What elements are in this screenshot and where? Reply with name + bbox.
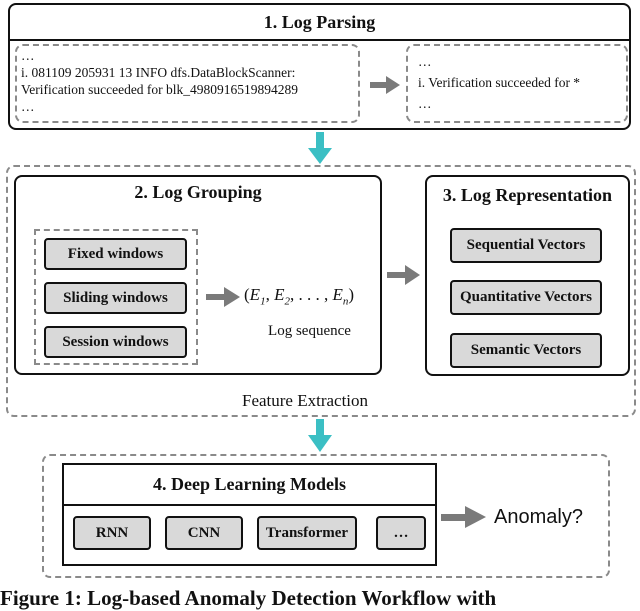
deep-learning-outer-box [42, 454, 610, 578]
log-grouping-title: 2. Log Grouping [134, 182, 262, 202]
deep-learning-title: 4. Deep Learning Models [64, 465, 435, 506]
feature-extraction-label: Feature Extraction [241, 391, 369, 410]
model-cnn: CNN [165, 516, 243, 550]
arrow-right-icon [387, 265, 420, 285]
vector-sequential: Sequential Vectors [450, 228, 602, 263]
raw-log-line: … [21, 48, 35, 63]
model-rnn: RNN [73, 516, 151, 550]
arrow-down-icon [308, 419, 332, 452]
model-more: … [376, 516, 426, 550]
model-transformer: Transformer [257, 516, 357, 550]
template-line: … [418, 96, 432, 111]
sequence-formula: (E1, E2, . . . , En) [244, 285, 355, 308]
template-line: i. Verification succeeded for * [418, 75, 581, 90]
window-session: Session windows [44, 326, 187, 358]
arrow-right-icon [441, 506, 486, 528]
arrow-right-icon [370, 76, 400, 94]
window-fixed: Fixed windows [44, 238, 187, 270]
feature-extraction-box [6, 165, 636, 417]
template-box: … i. Verification succeeded for * … [406, 44, 628, 123]
window-sliding: Sliding windows [44, 282, 187, 314]
log-parsing-title: 1. Log Parsing [10, 5, 629, 41]
template-line: … [418, 54, 432, 69]
log-parsing-box: 1. Log Parsing [8, 3, 631, 130]
arrow-down-icon [308, 132, 332, 164]
vector-semantic: Semantic Vectors [450, 333, 602, 368]
windows-group [34, 229, 198, 365]
raw-log-line: i. 081109 205931 13 INFO dfs.DataBlockSc… [21, 65, 296, 80]
vector-quantitative: Quantitative Vectors [450, 280, 602, 315]
sequence-label: Log sequence [268, 323, 351, 339]
raw-log-line: Verification succeeded for blk_498091651… [21, 82, 299, 97]
anomaly-output: Anomaly? [494, 506, 583, 528]
arrow-right-icon [206, 287, 240, 307]
raw-log-box: … i. 081109 205931 13 INFO dfs.DataBlock… [15, 44, 360, 123]
log-representation-title: 3. Log Representation [442, 185, 613, 205]
raw-log-line: … [21, 99, 35, 114]
